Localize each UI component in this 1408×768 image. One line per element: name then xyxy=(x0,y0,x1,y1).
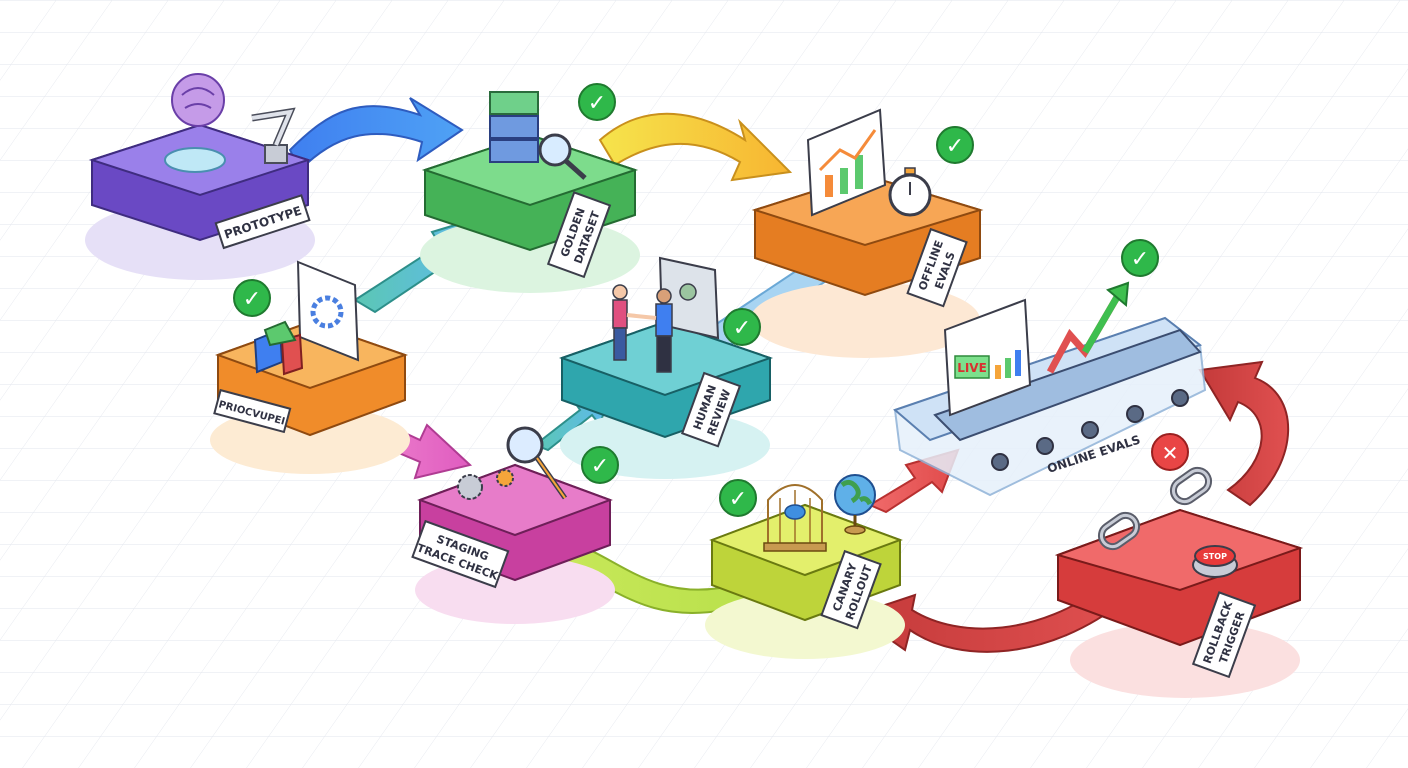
server-stack-icon xyxy=(489,91,539,163)
cubes-icon xyxy=(253,320,304,376)
bird-cage-icon xyxy=(763,484,827,552)
check-badge-staging: ✓ xyxy=(581,446,619,484)
robot-arm-icon xyxy=(251,107,296,164)
stage-human-review: HUMAN REVIEW xyxy=(559,256,774,479)
x-mark-icon: ✕ xyxy=(1162,441,1179,465)
chart-monitor-icon xyxy=(806,108,887,217)
settings-window-icon xyxy=(296,260,360,362)
stage-canary: CANARY ROLLOUT xyxy=(705,474,905,659)
gears-icon xyxy=(457,469,514,500)
check-badge-prioritize: ✓ xyxy=(233,279,271,317)
check-mark-icon: ✓ xyxy=(729,487,747,512)
check-badge-online: ✓ xyxy=(1121,239,1159,277)
hologram-base-icon xyxy=(164,147,226,173)
check-mark-icon: ✓ xyxy=(946,134,964,159)
broken-chain-icon xyxy=(1097,466,1213,551)
stop-button-text: STOP xyxy=(1203,552,1227,561)
stop-button-icon: STOP xyxy=(1192,545,1238,578)
arrow-golden-to-offline xyxy=(598,112,793,182)
check-mark-icon: ✓ xyxy=(243,287,261,312)
arrow-rollback-to-online xyxy=(1198,360,1290,507)
globe-icon xyxy=(834,474,876,535)
stage-staging: STAGING TRACE CHECK xyxy=(411,426,615,624)
stage-online-evals: LIVE ONLINE EVALS xyxy=(893,281,1207,497)
brain-icon xyxy=(171,73,225,127)
stage-rollback: STOP ROLLBACK TRIGGER xyxy=(1054,466,1304,698)
arrow-prototype-to-golden xyxy=(288,97,464,172)
people-handshake-icon xyxy=(612,284,673,373)
stopwatch-icon xyxy=(888,167,932,217)
check-badge-offline: ✓ xyxy=(936,126,974,164)
check-mark-icon: ✓ xyxy=(1131,247,1149,272)
check-badge-human: ✓ xyxy=(723,308,761,346)
trace-magnifier-icon xyxy=(506,426,568,500)
check-mark-icon: ✓ xyxy=(733,316,751,341)
stage-prototype: PROTOTYPE xyxy=(85,73,315,280)
stage-offline-evals: OFFLINE EVALS xyxy=(750,108,984,358)
trend-up-icon xyxy=(1046,281,1130,374)
check-badge-golden: ✓ xyxy=(578,83,616,121)
fail-badge-rollback: ✕ xyxy=(1151,433,1189,471)
stage-prioritize: PRIOCVUPEI xyxy=(210,260,410,474)
check-mark-icon: ✓ xyxy=(591,454,609,479)
conveyor-belt-icon xyxy=(933,328,1202,471)
check-mark-icon: ✓ xyxy=(588,91,606,116)
stage-golden-dataset: GOLDEN DATASET xyxy=(420,91,640,293)
check-badge-canary: ✓ xyxy=(719,479,757,517)
live-dashboard-icon: LIVE xyxy=(943,298,1032,417)
live-badge-text: LIVE xyxy=(957,361,987,375)
magnifier-icon xyxy=(538,133,587,180)
